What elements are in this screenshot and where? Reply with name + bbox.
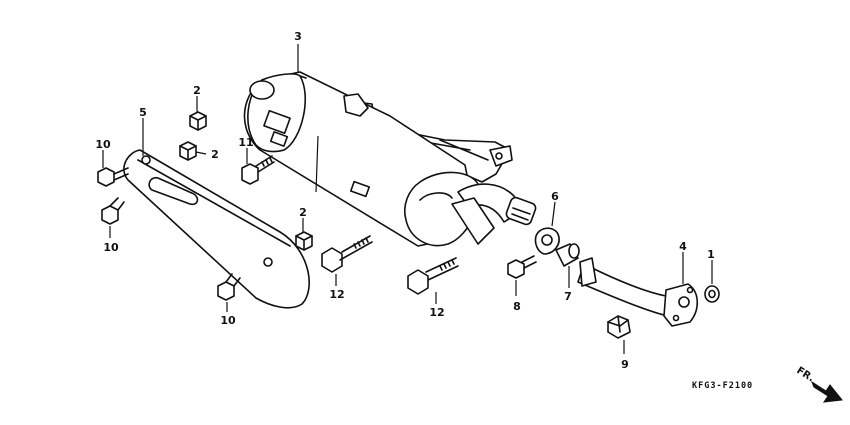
cap-nut <box>607 315 631 339</box>
bolt-10-mid <box>101 197 125 225</box>
callout-6: 6 <box>551 190 559 203</box>
callout-3: 3 <box>294 30 302 43</box>
bolt-10-top <box>97 167 129 187</box>
callout-11: 11 <box>238 136 253 149</box>
callout-12-left: 12 <box>329 288 344 301</box>
bolt-11 <box>241 155 275 185</box>
callout-7: 7 <box>564 290 572 303</box>
callout-10-bottom: 10 <box>220 314 236 327</box>
leader-lines <box>102 44 713 354</box>
callout-5: 5 <box>139 106 147 119</box>
callout-2-middle: 2 <box>211 148 219 161</box>
bolt-8 <box>507 255 537 279</box>
callout-2-lower: 2 <box>299 206 307 219</box>
hex-nut-c <box>295 231 313 251</box>
hex-nut-b <box>179 141 197 161</box>
long-bolt-12-left <box>321 235 373 273</box>
callout-1: 1 <box>707 248 715 261</box>
long-bolt-12-right <box>407 257 459 295</box>
exhaust-pipe <box>577 257 699 327</box>
muffler <box>243 71 537 247</box>
arrow-right-down-icon <box>810 380 843 403</box>
front-direction-indicator: FR. <box>794 365 843 403</box>
callout-8: 8 <box>513 300 521 313</box>
hex-nut-a <box>189 111 207 131</box>
callout-10-mid: 10 <box>103 241 119 254</box>
callout-9: 9 <box>621 358 629 371</box>
callout-4: 4 <box>679 240 687 253</box>
sealing-washer <box>704 285 720 303</box>
diagram-code: KFG3-F2100 <box>692 381 753 391</box>
bolt-10-bottom <box>217 273 241 301</box>
joint-collar <box>555 243 580 267</box>
muffler-protector <box>123 149 310 309</box>
callout-10-top: 10 <box>95 138 111 151</box>
callout-2-top: 2 <box>193 84 201 97</box>
callout-labels: 3 2 2 2 5 10 10 10 11 12 12 8 6 7 4 1 9 <box>95 30 714 371</box>
callout-12-right: 12 <box>429 306 444 319</box>
gasket <box>534 227 560 255</box>
front-direction-label: FR. <box>794 365 816 384</box>
